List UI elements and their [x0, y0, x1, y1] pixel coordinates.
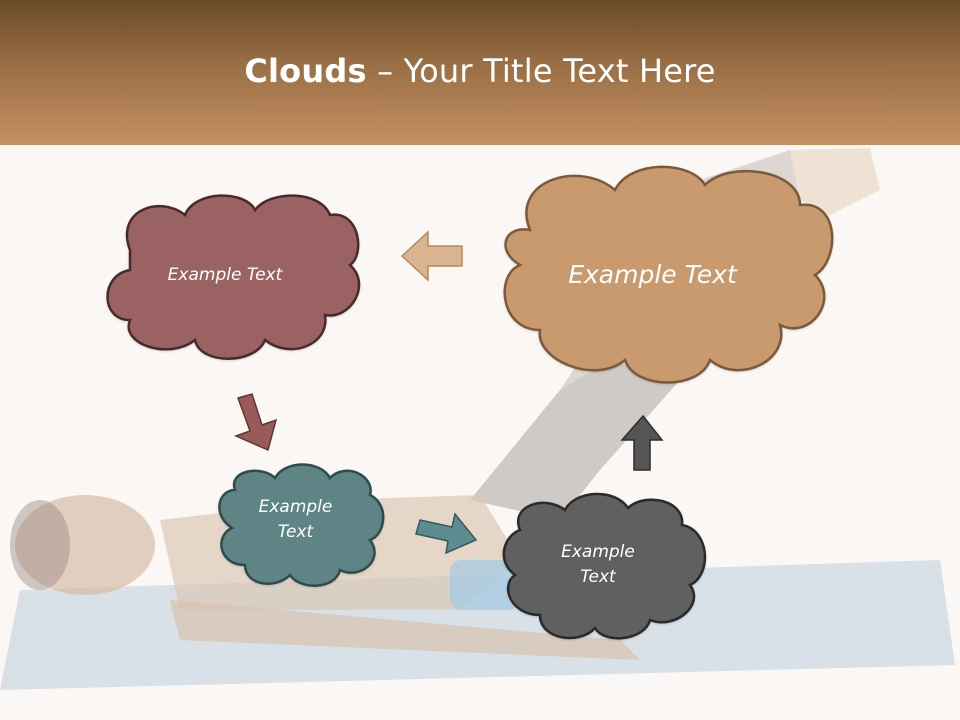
page-title: Clouds – Your Title Text Here [0, 52, 960, 90]
arrow-left-icon [400, 230, 463, 282]
cloud-1 [106, 194, 361, 360]
cloud-1-label: Example Text [167, 264, 283, 285]
cloud-4-label: Example Text [561, 542, 635, 587]
title-dash: – [366, 52, 404, 90]
arrow-down-right-icon [233, 393, 278, 452]
arrow-up-icon [620, 414, 664, 471]
cloud-4 [502, 492, 707, 640]
cloud-3 [218, 463, 385, 587]
title-rest: Your Title Text Here [403, 52, 716, 90]
title-bar [0, 0, 960, 145]
arrow-right-icon [415, 512, 478, 555]
cloud-3-label: Example Text [258, 497, 333, 542]
cloud-2-label: Example Text [568, 259, 737, 289]
title-bold: Clouds [244, 52, 367, 90]
cloud-2 [503, 165, 834, 384]
